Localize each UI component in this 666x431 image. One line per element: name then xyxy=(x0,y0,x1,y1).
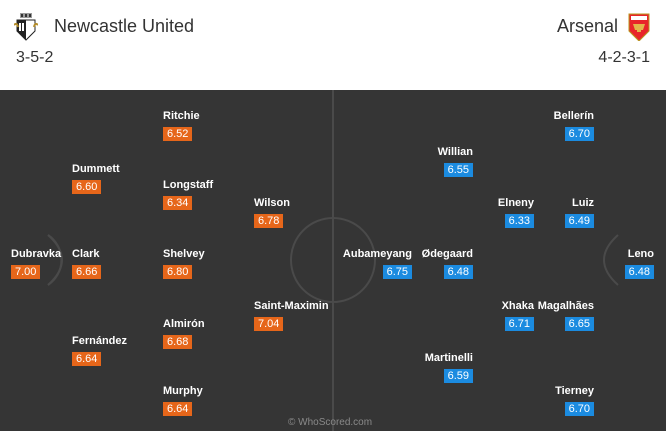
player-rating: 6.65 xyxy=(564,317,594,331)
player-name: Elneny xyxy=(497,197,534,209)
away-player-aubameyang[interactable]: Aubameyang 6.75 xyxy=(343,248,412,280)
player-rating: 6.70 xyxy=(564,127,594,141)
player-rating: 6.78 xyxy=(254,214,284,228)
player-rating: 6.70 xyxy=(564,402,594,416)
home-team-name: Newcastle United xyxy=(54,16,195,36)
home-player-dubravka[interactable]: Dubravka 7.00 xyxy=(11,248,61,280)
away-formation: 4-2-3-1 xyxy=(598,49,650,66)
match-header: Newcastle United 3-5-2 Arsenal 4-2-3-1 xyxy=(0,0,666,90)
player-name: Aubameyang xyxy=(342,248,412,260)
player-name: Martinelli xyxy=(424,352,473,364)
player-name: Willian xyxy=(437,146,473,158)
player-name: Longstaff xyxy=(163,179,214,191)
player-rating: 6.48 xyxy=(443,265,473,279)
player-name: Clark xyxy=(72,248,100,260)
home-player-dummett[interactable]: Dummett 6.60 xyxy=(72,163,120,195)
away-player-martinelli[interactable]: Martinelli 6.59 xyxy=(425,352,473,384)
player-rating: 6.64 xyxy=(72,352,102,366)
pitch-markings xyxy=(47,90,619,431)
away-player-willian[interactable]: Willian 6.55 xyxy=(438,146,473,178)
player-name: Ritchie xyxy=(163,110,200,122)
player-rating: 6.34 xyxy=(163,196,193,210)
player-name: Luiz xyxy=(572,197,594,209)
player-name: Dubravka xyxy=(11,248,62,260)
player-rating: 6.52 xyxy=(163,127,193,141)
player-name: Fernández xyxy=(72,335,128,347)
player-name: Bellerín xyxy=(553,110,594,122)
player-rating: 7.04 xyxy=(254,317,284,331)
home-player-longstaff[interactable]: Longstaff 6.34 xyxy=(163,179,213,211)
player-rating: 6.66 xyxy=(72,265,102,279)
player-rating: 6.64 xyxy=(163,402,193,416)
player-rating: 6.68 xyxy=(163,335,193,349)
newcastle-crest-icon xyxy=(14,13,38,41)
away-player-bellerin[interactable]: Bellerín 6.70 xyxy=(554,110,594,142)
away-player-leno[interactable]: Leno 6.48 xyxy=(624,248,654,280)
player-rating: 6.49 xyxy=(564,214,594,228)
watermark: © WhoScored.com xyxy=(288,417,373,428)
player-name: Ødegaard xyxy=(421,248,473,260)
home-player-shelvey[interactable]: Shelvey 6.80 xyxy=(163,248,205,280)
player-name: Tierney xyxy=(555,385,594,397)
home-player-almiron[interactable]: Almirón 6.68 xyxy=(163,318,205,350)
home-player-murphy[interactable]: Murphy 6.64 xyxy=(163,385,203,417)
away-player-xhaka[interactable]: Xhaka 6.71 xyxy=(502,300,534,332)
away-player-luiz[interactable]: Luiz 6.49 xyxy=(564,197,594,229)
home-player-ritchie[interactable]: Ritchie 6.52 xyxy=(163,110,200,142)
player-rating: 6.33 xyxy=(504,214,534,228)
home-player-wilson[interactable]: Wilson 6.78 xyxy=(254,197,290,229)
player-rating: 6.71 xyxy=(504,317,534,331)
player-name: Leno xyxy=(627,248,654,260)
player-name: Shelvey xyxy=(163,248,205,260)
home-player-clark[interactable]: Clark 6.66 xyxy=(72,248,102,280)
pitch: Dubravka 7.00 Dummett 6.60 Clark 6.66 Fe… xyxy=(0,90,666,431)
arsenal-crest-icon xyxy=(628,13,650,41)
away-player-tierney[interactable]: Tierney 6.70 xyxy=(555,385,594,417)
home-player-fernandez[interactable]: Fernández 6.64 xyxy=(72,335,127,367)
player-rating: 6.75 xyxy=(382,265,412,279)
player-rating: 6.60 xyxy=(72,180,102,194)
player-rating: 6.80 xyxy=(163,265,193,279)
player-rating: 6.59 xyxy=(443,369,473,383)
player-name: Murphy xyxy=(163,385,203,397)
player-rating: 7.00 xyxy=(11,265,41,279)
home-formation: 3-5-2 xyxy=(16,49,54,66)
player-name: Magalhães xyxy=(537,300,594,312)
player-name: Saint-Maximin xyxy=(254,300,329,312)
player-name: Almirón xyxy=(163,318,205,330)
player-name: Xhaka xyxy=(501,300,534,312)
away-player-odegaard[interactable]: Ødegaard 6.48 xyxy=(422,248,473,280)
player-rating: 6.48 xyxy=(624,265,654,279)
away-player-elneny[interactable]: Elneny 6.33 xyxy=(498,197,534,229)
player-rating: 6.55 xyxy=(443,163,473,177)
player-name: Wilson xyxy=(254,197,290,209)
player-name: Dummett xyxy=(72,163,120,175)
away-team-name: Arsenal xyxy=(556,16,618,36)
home-player-saint-maximin[interactable]: Saint-Maximin 7.04 xyxy=(254,300,329,332)
away-player-magalhaes[interactable]: Magalhães 6.65 xyxy=(538,300,594,332)
